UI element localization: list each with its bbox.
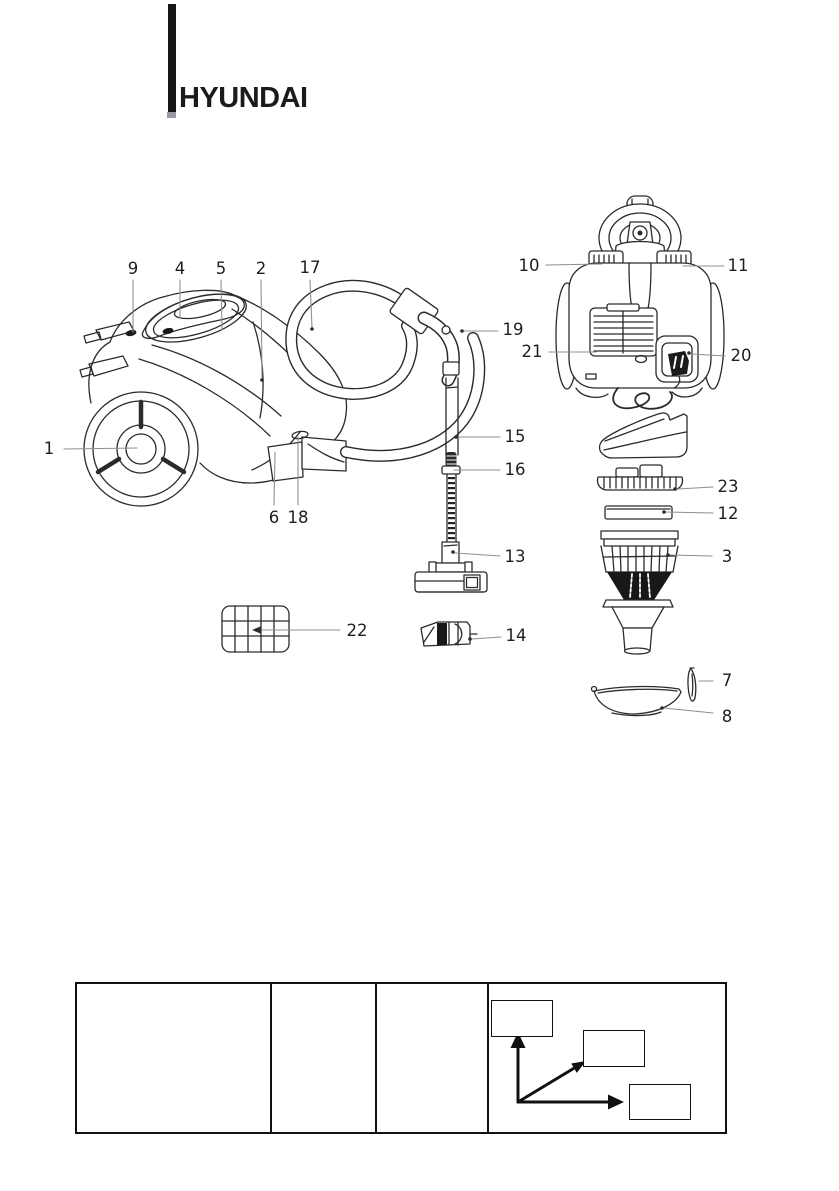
combination-tool-drawing: [420, 621, 478, 647]
parts-table: [75, 982, 727, 1134]
canister-side-view-drawing: [79, 289, 348, 507]
brand-logo: HYUNDAI: [179, 82, 308, 114]
callout-3: 3: [721, 546, 733, 566]
dust-bowl-drawing: [590, 685, 682, 717]
callout-23: 23: [717, 476, 739, 496]
filter-holder-drawing: [596, 464, 684, 491]
flow-box-3: [629, 1084, 691, 1120]
callout-13: 13: [504, 546, 526, 566]
callout-12: 12: [717, 503, 739, 523]
callout-9: 9: [127, 258, 139, 278]
flow-box-1: [491, 1000, 553, 1037]
callout-15: 15: [504, 426, 526, 446]
callout-14: 14: [505, 625, 527, 645]
callout-22: 22: [346, 620, 368, 640]
table-cell-1: [77, 984, 270, 1132]
leader-lines: [63, 263, 726, 714]
callout-16: 16: [504, 459, 526, 479]
leader-dots: [252, 327, 691, 710]
cyclone-assembly-drawing: [600, 530, 679, 655]
flat-filter-drawing: [604, 505, 673, 520]
canister-rear-view-drawing: [555, 195, 725, 410]
callout-8: 8: [721, 706, 733, 726]
callout-2: 2: [255, 258, 267, 278]
callout-6: 6: [268, 507, 280, 527]
table-divider-3: [487, 984, 489, 1132]
table-cell-3: [377, 984, 487, 1132]
callout-10: 10: [518, 255, 540, 275]
exhaust-filter-grid-drawing: [221, 605, 290, 653]
callout-18: 18: [287, 507, 309, 527]
table-divider-2: [375, 984, 377, 1132]
callout-1: 1: [43, 438, 55, 458]
floor-brush-drawing: [414, 541, 488, 593]
callout-19: 19: [502, 319, 524, 339]
table-cell-2: [272, 984, 375, 1132]
callout-20: 20: [730, 345, 752, 365]
table-divider-1: [270, 984, 272, 1132]
table-flow-arrows: [510, 1032, 624, 1110]
logo-bar-foot: [167, 112, 176, 118]
callout-21: 21: [521, 341, 543, 361]
leader-arrowhead-22: [252, 626, 261, 634]
clip-drawing: [687, 667, 697, 702]
callout-11: 11: [727, 255, 749, 275]
callout-4: 4: [174, 258, 186, 278]
hose-and-wand-drawing: [285, 279, 486, 543]
callout-7: 7: [721, 670, 733, 690]
dust-cup-lid-drawing: [598, 412, 688, 459]
callout-5: 5: [215, 258, 227, 278]
flow-box-2: [583, 1030, 645, 1067]
callout-17: 17: [299, 257, 321, 277]
logo-vertical-bar: [168, 4, 176, 113]
